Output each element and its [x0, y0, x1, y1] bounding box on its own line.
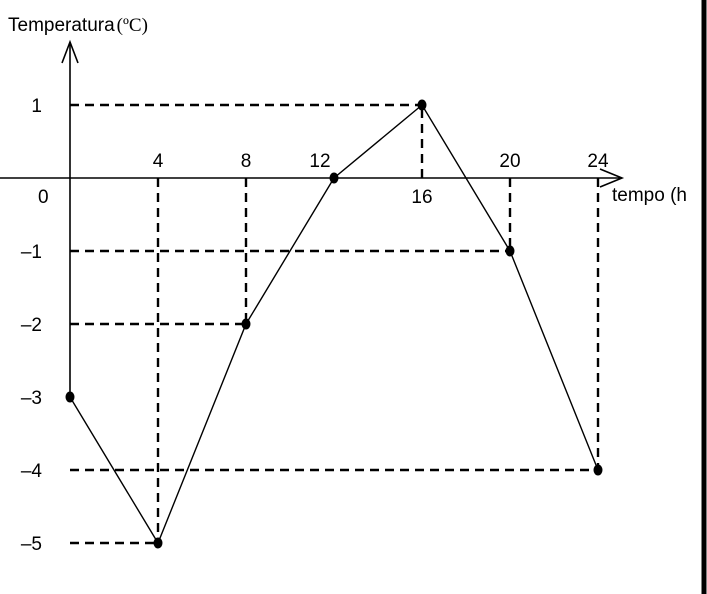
y-tick-label-3: –3: [21, 388, 42, 409]
y-axis-unit: (ºC): [117, 15, 148, 36]
data-point-4: [417, 99, 427, 111]
data-point-1: [153, 537, 163, 549]
guide-lines: [70, 103, 600, 545]
data-point-2: [241, 318, 251, 330]
x-axis-arrow: [599, 168, 625, 188]
y-axis-label: Temperatura(ºC): [8, 15, 148, 36]
y-axis-label-text: Temperatura: [8, 15, 115, 36]
x-tick-label-4: 4: [153, 151, 164, 172]
data-point-6: [593, 464, 603, 476]
data-point-0: [65, 391, 75, 403]
x-axis-label: tempo (h: [612, 185, 687, 206]
x-tick-label-20: 20: [499, 151, 520, 172]
data-point-5: [505, 245, 515, 257]
y-tick-label-0: 1: [31, 96, 42, 117]
tick-labels: 4 8 12 16 20 24 1 –1 –2 –3 –4 –5: [21, 96, 609, 555]
x-tick-label-8: 8: [241, 151, 252, 172]
y-tick-label-2: –2: [21, 315, 42, 336]
data-point-3: [329, 172, 339, 184]
origin-label: 0: [38, 187, 49, 208]
y-tick-label-1: –1: [21, 242, 42, 263]
axes: [0, 39, 625, 398]
x-tick-label-24: 24: [587, 151, 609, 172]
y-tick-label-5: –5: [21, 534, 42, 555]
y-tick-label-4: –4: [21, 461, 43, 482]
x-tick-label-12: 12: [309, 151, 330, 172]
y-axis-arrow: [61, 39, 79, 64]
data-points: [65, 99, 603, 549]
x-tick-label-16: 16: [411, 187, 432, 208]
